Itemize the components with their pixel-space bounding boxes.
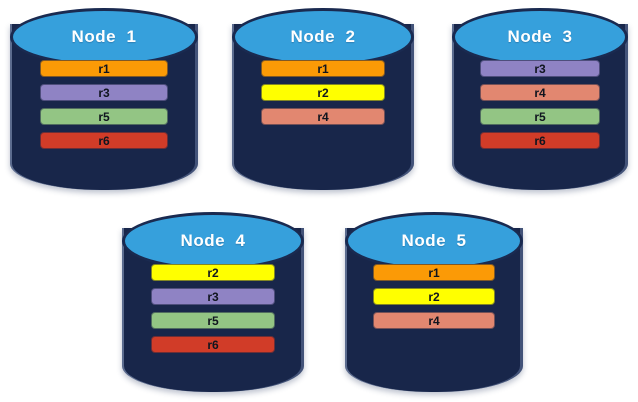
node-3-cylinder: Node 3 bbox=[452, 8, 628, 190]
node-3-top-ellipse bbox=[452, 8, 628, 66]
replica-bar-r4[interactable]: r4 bbox=[261, 108, 385, 125]
replica-bar-r2[interactable]: r2 bbox=[261, 84, 385, 101]
node-4-top-ellipse bbox=[122, 212, 304, 270]
replica-bar-r1[interactable]: r1 bbox=[40, 60, 168, 77]
replica-bar-r6[interactable]: r6 bbox=[480, 132, 600, 149]
node-2-cylinder: Node 2 bbox=[232, 8, 414, 190]
node-1-cylinder: Node 1 bbox=[10, 8, 198, 190]
replica-bar-r5[interactable]: r5 bbox=[151, 312, 275, 329]
replica-bar-r4[interactable]: r4 bbox=[373, 312, 495, 329]
node-4-cylinder: Node 4 bbox=[122, 212, 304, 392]
node-2-top-ellipse bbox=[232, 8, 414, 66]
node-4-replica-list: r2 r3 r5 r6 bbox=[122, 264, 304, 353]
replica-bar-r3[interactable]: r3 bbox=[480, 60, 600, 77]
node-3-replica-list: r3 r4 r5 r6 bbox=[452, 60, 628, 149]
node-5-replica-list: r1 r2 r4 bbox=[345, 264, 523, 329]
node-1-top-ellipse bbox=[10, 8, 198, 66]
node-5-top-ellipse bbox=[345, 212, 523, 270]
replica-bar-r4[interactable]: r4 bbox=[480, 84, 600, 101]
node-1-replica-list: r1 r3 r5 r6 bbox=[10, 60, 198, 149]
replica-bar-r3[interactable]: r3 bbox=[40, 84, 168, 101]
node-2-replica-list: r1 r2 r4 bbox=[232, 60, 414, 125]
replica-bar-r5[interactable]: r5 bbox=[480, 108, 600, 125]
replica-bar-r1[interactable]: r1 bbox=[373, 264, 495, 281]
replica-bar-r5[interactable]: r5 bbox=[40, 108, 168, 125]
node-5-cylinder: Node 5 bbox=[345, 212, 523, 392]
replica-bar-r6[interactable]: r6 bbox=[40, 132, 168, 149]
replica-bar-r1[interactable]: r1 bbox=[261, 60, 385, 77]
replica-bar-r3[interactable]: r3 bbox=[151, 288, 275, 305]
replica-bar-r2[interactable]: r2 bbox=[373, 288, 495, 305]
replica-bar-r2[interactable]: r2 bbox=[151, 264, 275, 281]
replica-bar-r6[interactable]: r6 bbox=[151, 336, 275, 353]
